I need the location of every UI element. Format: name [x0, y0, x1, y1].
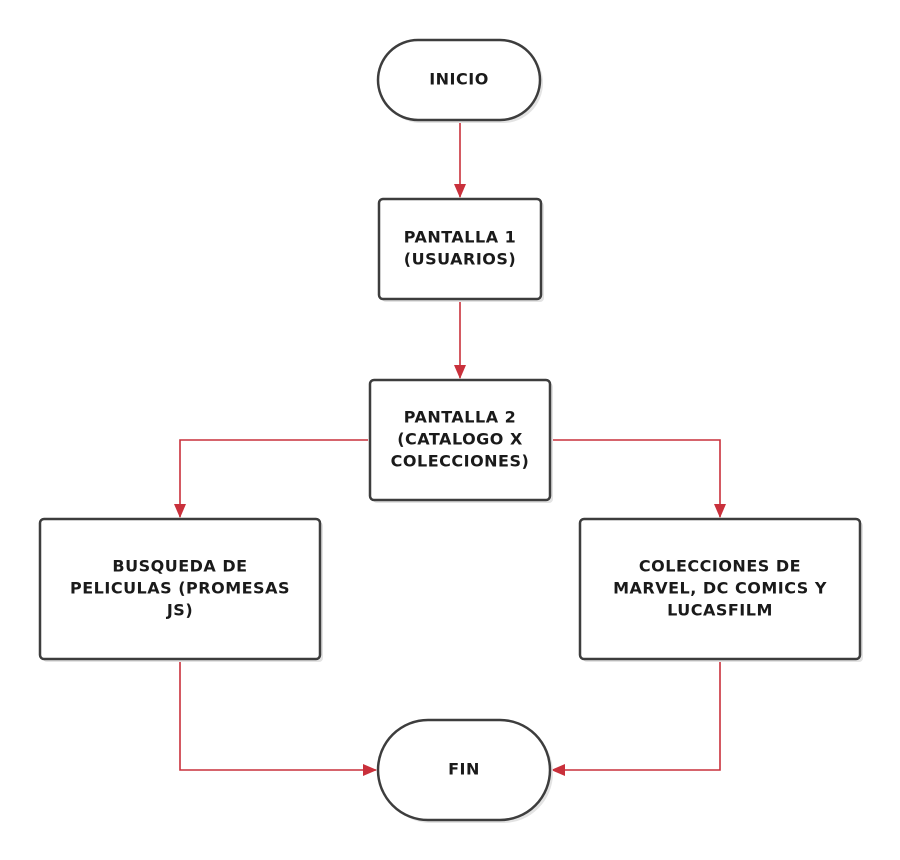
- node-pantalla1-process-shape: [377, 197, 543, 301]
- connector-pantalla2-to-busqueda: [174, 439, 368, 518]
- node-fin-terminator-shape: [376, 718, 552, 822]
- node-colecciones: COLECCIONES DE MARVEL, DC COMICS Y LUCASFI…: [578, 517, 863, 662]
- node-colecciones-label-line-1: COLECCIONES DE: [639, 557, 801, 576]
- connector-busqueda-to-fin: [179, 660, 377, 776]
- node-pantalla1-label-line-2: (USUARIOS): [404, 250, 516, 269]
- node-inicio: INICIO: [376, 38, 543, 123]
- connectors-layer: [174, 122, 726, 776]
- node-inicio-label-line-1: INICIO: [429, 70, 489, 89]
- node-pantalla1: PANTALLA 1 (USUARIOS): [377, 197, 544, 302]
- node-colecciones-label-line-2: MARVEL, DC COMICS Y: [613, 579, 827, 598]
- node-colecciones-process-shape: [578, 517, 862, 661]
- node-busqueda-label-line-1: BUSQUEDA DE: [112, 557, 247, 576]
- node-busqueda-label-line-3: JS): [166, 601, 193, 620]
- node-busqueda-process-shape: [38, 517, 322, 661]
- node-pantalla2-label-line-1: PANTALLA 2: [404, 408, 517, 427]
- node-busqueda: BUSQUEDA DE PELICULAS (PROMESAS JS): [38, 517, 323, 662]
- node-pantalla2-label-line-2: (CATALOGO X: [397, 430, 523, 449]
- node-pantalla1-label-line-1: PANTALLA 1: [404, 228, 517, 247]
- node-inicio-terminator-shape: [376, 38, 542, 122]
- node-fin: FIN: [376, 718, 553, 823]
- connector-pantalla2-to-colecciones: [552, 439, 726, 518]
- node-pantalla2: PANTALLA 2 (CATALOGO X COLECCIONES): [368, 378, 553, 503]
- node-pantalla2-process-shape: [368, 378, 552, 502]
- node-busqueda-label-line-2: PELICULAS (PROMESAS: [70, 579, 290, 598]
- nodes-layer: INICIO PANTALLA 1 (USUARIOS) PANTALLA 2 (CAT…: [38, 38, 863, 823]
- node-pantalla2-label-line-3: COLECCIONES): [391, 452, 530, 471]
- node-fin-label-line-1: FIN: [448, 760, 480, 779]
- connector-colecciones-to-fin: [551, 660, 721, 776]
- node-colecciones-label-line-3: LUCASFILM: [667, 601, 773, 620]
